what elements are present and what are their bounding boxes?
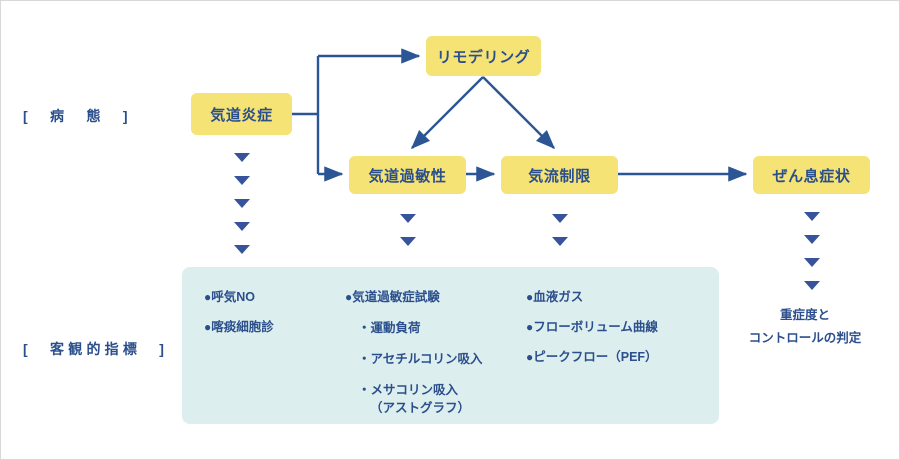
sub-bullet-icon: ・ xyxy=(358,352,371,366)
list-item-label: 気道過敏症試験 xyxy=(352,290,440,304)
list-item: ●フローボリューム曲線 xyxy=(526,319,658,336)
bullet-icon: ● xyxy=(526,319,534,334)
down-triangle-icon xyxy=(234,245,250,254)
list-item-label: 血液ガス xyxy=(533,290,584,304)
down-triangle-icon xyxy=(552,237,568,246)
bullet-icon: ● xyxy=(204,319,212,334)
down-triangle-icon xyxy=(234,176,250,185)
row-label-pathology: [ 病 態 ] xyxy=(23,108,132,124)
bullet-icon: ● xyxy=(345,290,353,304)
box-airflow-limitation-label: 気流制限 xyxy=(528,167,591,185)
down-triangle-icon xyxy=(804,212,820,221)
down-triangle-icon xyxy=(804,258,820,267)
bullet-icon: ● xyxy=(526,349,534,364)
down-triangle-icon xyxy=(400,214,416,223)
sub-list-item: ・アセチルコリン吸入 xyxy=(345,350,483,368)
sub-list-item-label: アセチルコリン吸入 xyxy=(370,352,483,366)
down-triangle-icon xyxy=(400,237,416,246)
list-item-label: フローボリューム曲線 xyxy=(533,319,658,334)
sub-bullet-icon: ・ xyxy=(358,320,371,335)
box-asthma-symptoms[interactable]: ぜん息症状 xyxy=(753,156,870,194)
conclusion-line-1: 重症度と xyxy=(779,308,830,322)
indicator-column-2: ●気道過敏症試験 ・運動負荷 ・アセチルコリン吸入 ・メサコリン吸入 （アストグ… xyxy=(345,289,483,430)
sub-list-item: ・メサコリン吸入 （アストグラフ） xyxy=(345,381,483,417)
down-triangle-icon xyxy=(552,214,568,223)
indicator-column-1: ●呼気NO ●喀痰細胞診 xyxy=(204,289,274,349)
list-item: ●ピークフロー（PEF） xyxy=(526,349,658,366)
list-item-label: 喀痰細胞診 xyxy=(211,319,274,334)
bullet-icon: ● xyxy=(204,290,212,304)
down-triangle-icon xyxy=(234,153,250,162)
down-triangle-icon xyxy=(804,235,820,244)
box-asthma-symptoms-label: ぜん息症状 xyxy=(772,167,851,185)
bullet-icon: ● xyxy=(526,290,534,304)
row-label-objective-indicators: [ 客観的指標 ] xyxy=(23,341,169,357)
box-airflow-limitation[interactable]: 気流制限 xyxy=(501,156,618,194)
conclusion-line-2: コントロールの判定 xyxy=(748,331,862,346)
conclusion-text: 重症度と コントロールの判定 xyxy=(715,304,895,350)
list-item: ●呼気NO xyxy=(204,289,274,306)
box-airway-inflammation[interactable]: 気道炎症 xyxy=(191,93,292,135)
list-item: ●気道過敏症試験 xyxy=(345,289,483,306)
list-item: ●喀痰細胞診 xyxy=(204,319,274,336)
box-airway-hyperresponsiveness[interactable]: 気道過敏性 xyxy=(349,156,466,194)
list-item-label: ピークフロー（PEF） xyxy=(533,349,658,364)
sub-list-item-label: メサコリン吸入 xyxy=(370,383,459,398)
box-remodeling[interactable]: リモデリング xyxy=(426,36,541,76)
list-item-label: 呼気NO xyxy=(211,290,256,304)
sub-list-item: ・運動負荷 xyxy=(345,319,483,337)
list-item: ●血液ガス xyxy=(526,289,658,306)
box-airway-inflammation-label: 気道炎症 xyxy=(210,106,273,124)
sub-list-item-label: 運動負荷 xyxy=(370,320,421,335)
sub-list-item-continuation: （アストグラフ） xyxy=(370,401,471,416)
down-triangle-icon xyxy=(234,199,250,208)
down-triangle-icon xyxy=(234,222,250,231)
box-airway-hyperresponsiveness-label: 気道過敏性 xyxy=(368,167,447,185)
sub-bullet-icon: ・ xyxy=(358,383,371,398)
objective-indicators-panel: ●呼気NO ●喀痰細胞診 ●気道過敏症試験 ・運動負荷 ・アセチルコリン吸入 ・… xyxy=(182,267,719,424)
down-triangle-icon xyxy=(804,281,820,290)
box-remodeling-label: リモデリング xyxy=(436,48,531,66)
indicator-column-3: ●血液ガス ●フローボリューム曲線 ●ピークフロー（PEF） xyxy=(526,289,658,379)
